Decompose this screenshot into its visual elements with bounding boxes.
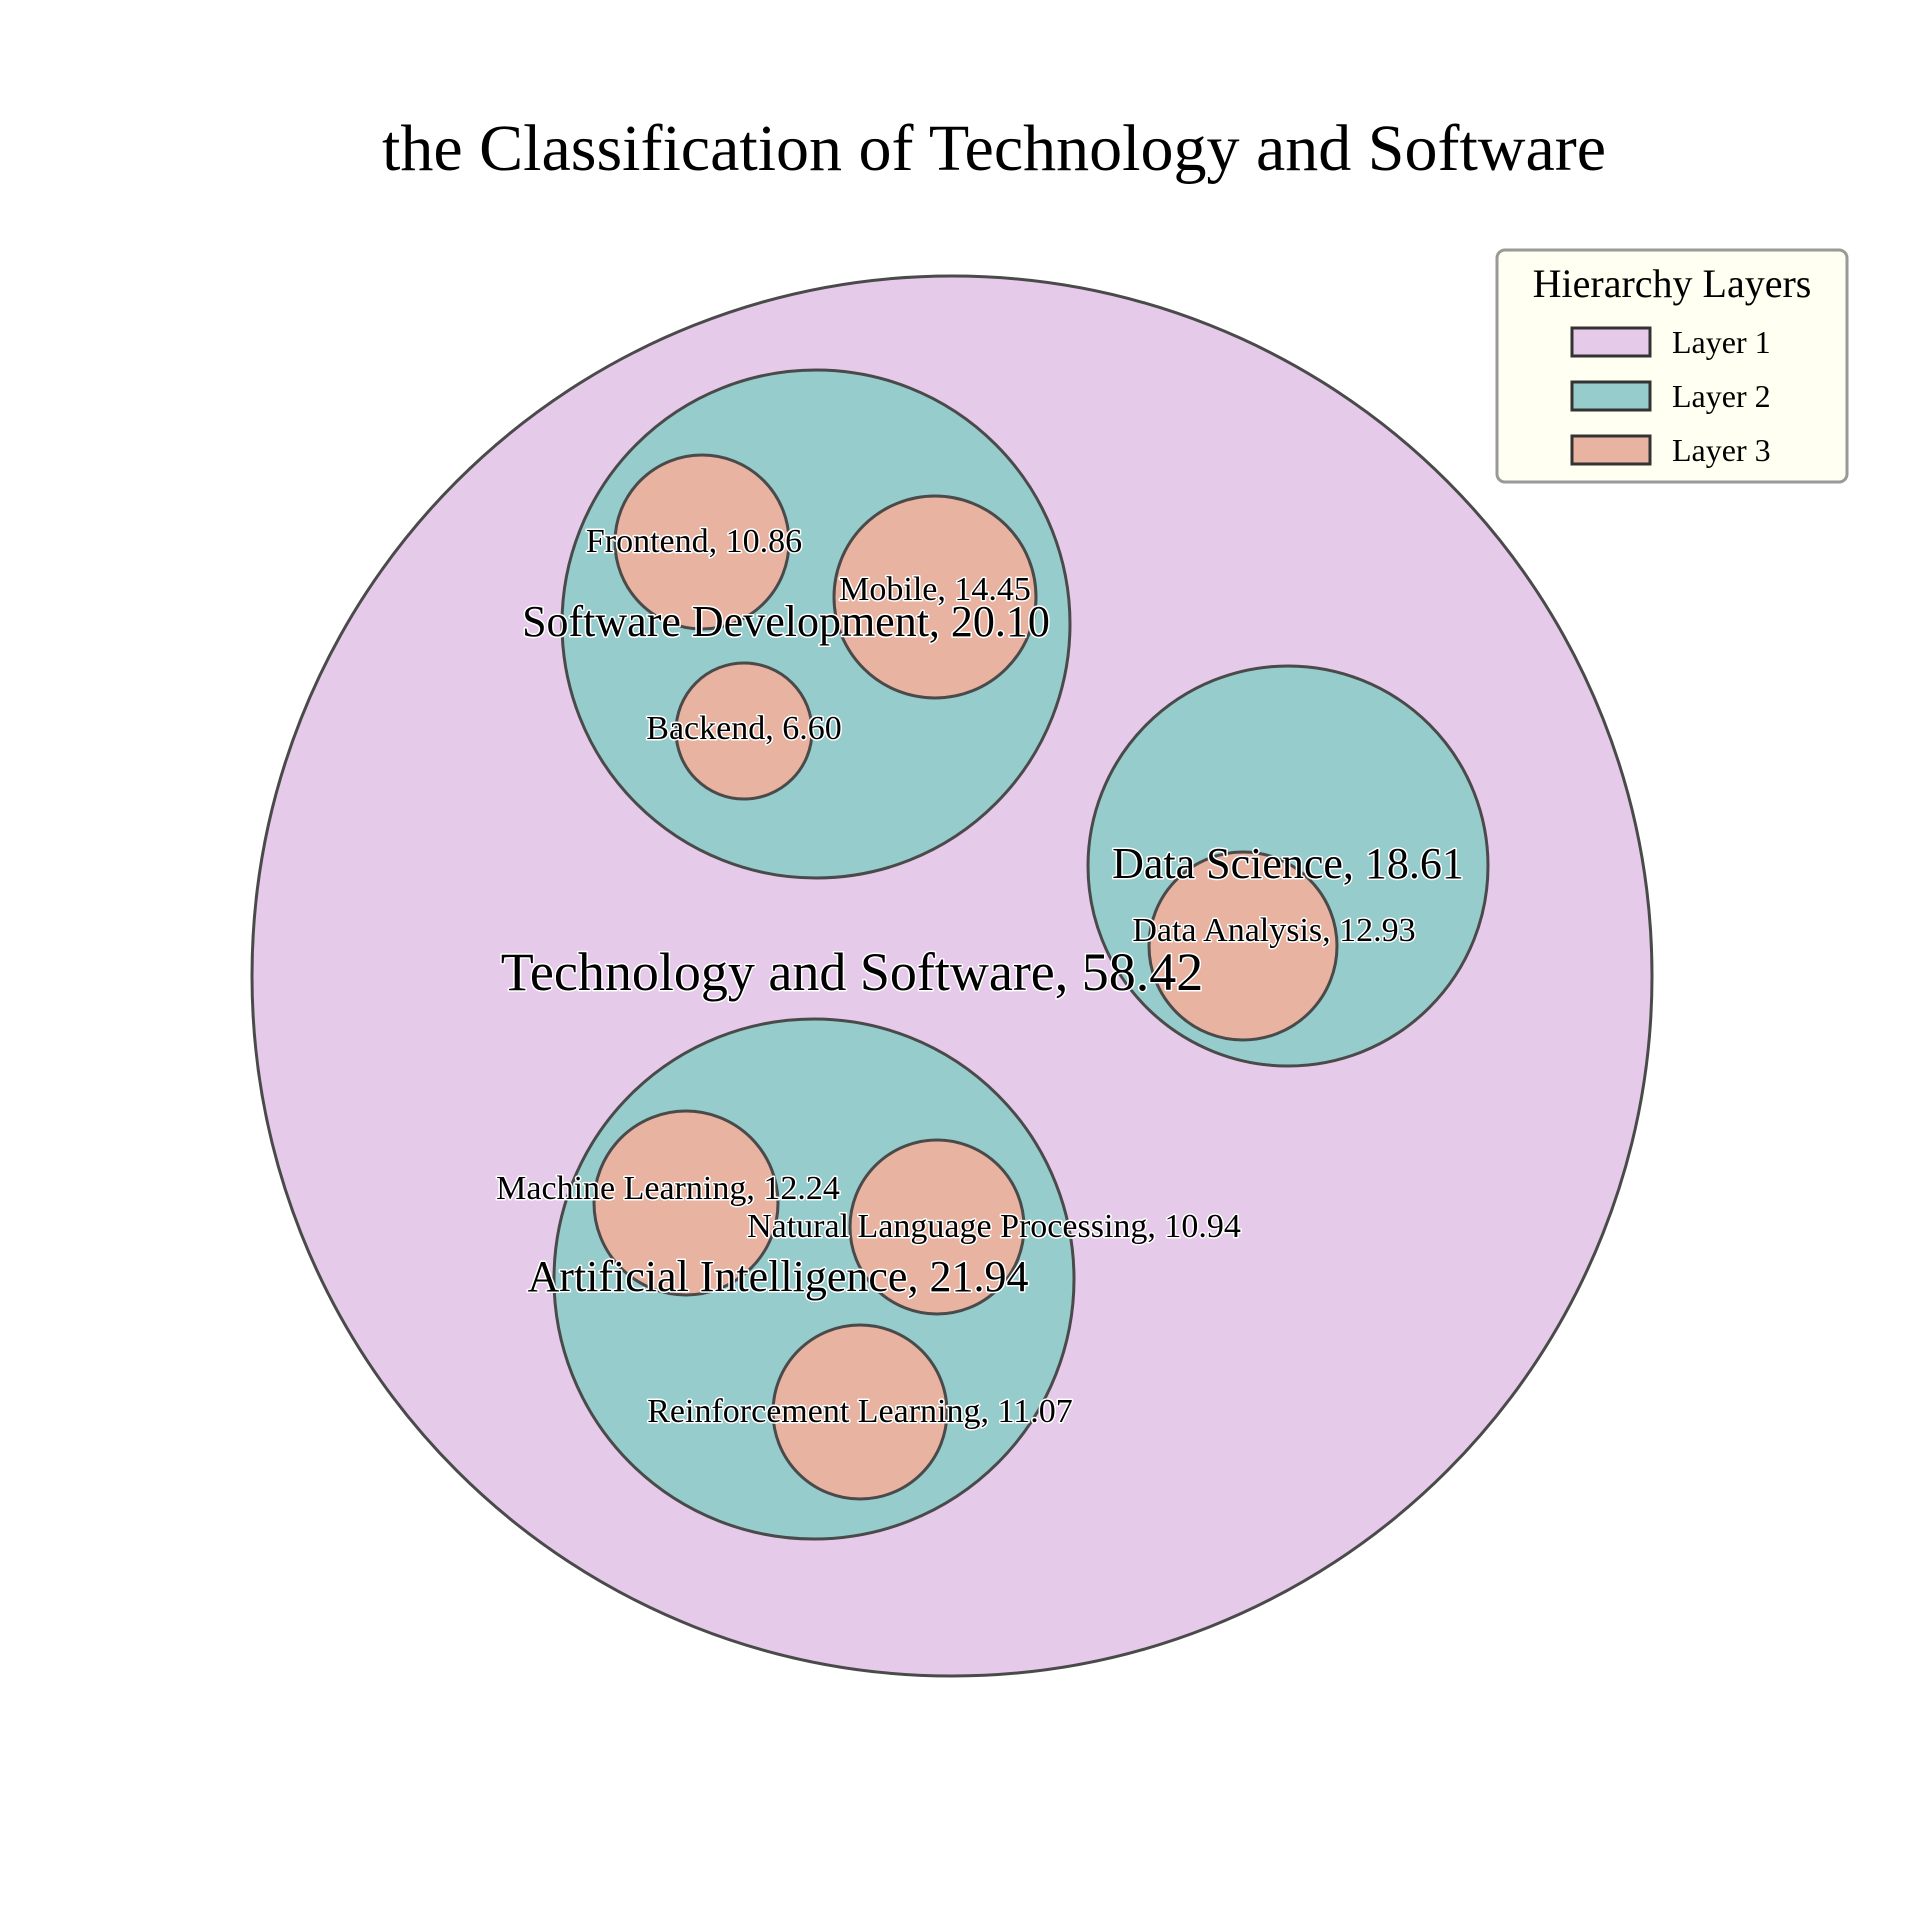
legend-title: Hierarchy Layers <box>1533 261 1812 306</box>
bubble-label-datasci: Data Science, 18.61 <box>1112 839 1464 888</box>
legend-box <box>1495 248 1849 484</box>
legend-entries: Layer 1 Layer 2 Layer 3 <box>1570 324 1771 468</box>
bubble-dataanalysis <box>1147 850 1339 1042</box>
legend-swatch-layer-3 <box>1570 434 1652 466</box>
bubble-label-dataanalysis: Data Analysis, 12.93 <box>1132 912 1415 949</box>
legend-label-layer-1: Layer 1 <box>1672 324 1771 360</box>
bubble-label-mobile: Mobile, 14.45 <box>839 571 1031 608</box>
legend-label-layer-2: Layer 2 <box>1672 378 1771 414</box>
bubble-label-softdev: Software Development, 20.10 <box>522 597 1050 646</box>
bubble-ml <box>592 1109 780 1297</box>
bubble-nlp <box>848 1138 1026 1316</box>
bubble-label-ml: Machine Learning, 12.24 <box>496 1170 840 1207</box>
bubble-rl <box>771 1323 949 1501</box>
legend: Hierarchy Layers Layer 1 Layer 2 Layer 3 <box>1495 248 1849 484</box>
bubble-backend <box>674 661 814 801</box>
bubble-label-frontend: Frontend, 10.86 <box>586 523 802 560</box>
bubble-label-ai: Artificial Intelligence, 21.94 <box>528 1252 1029 1301</box>
bubble-mobile <box>832 494 1038 700</box>
legend-label-layer-3: Layer 3 <box>1672 432 1771 468</box>
legend-swatch-layer-2 <box>1570 380 1652 412</box>
bubble-circles <box>250 274 1654 1678</box>
bubble-label-backend: Backend, 6.60 <box>646 710 841 747</box>
bubble-frontend <box>613 453 791 631</box>
bubble-label-nlp: Natural Language Processing, 10.94 <box>747 1208 1241 1245</box>
bubble-label-tech: Technology and Software, 58.42 <box>501 942 1204 1002</box>
bubble-labels: Technology and Software, 58.42 Software D… <box>495 522 1466 1432</box>
legend-swatch-layer-1 <box>1570 326 1652 358</box>
bubble-label-rl: Reinforcement Learning, 11.07 <box>647 1393 1072 1430</box>
chart-title: the Classification of Technology and Sof… <box>382 112 1606 185</box>
